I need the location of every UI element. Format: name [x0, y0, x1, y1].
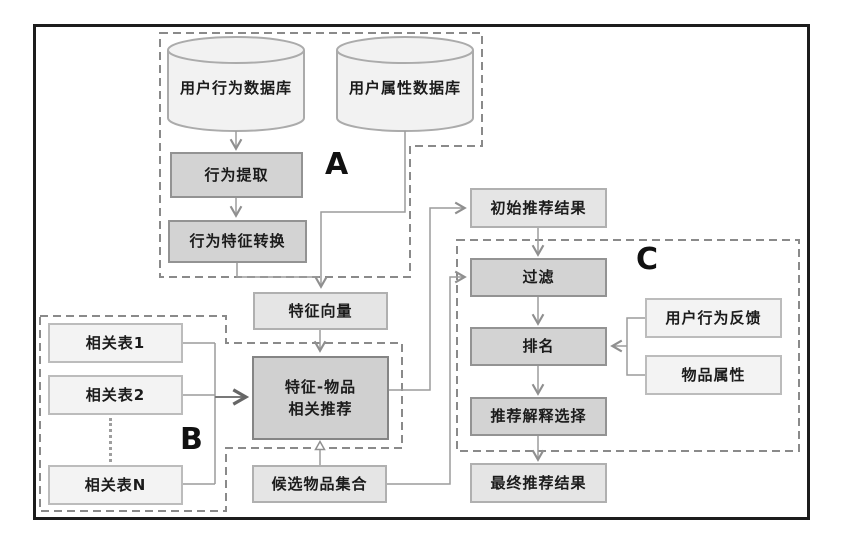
figure-border	[33, 24, 810, 520]
dashed-region-outlines	[39, 32, 800, 512]
related-table-n-box: 相关表N	[48, 465, 183, 505]
user-behavior-db-cylinder-icon	[167, 36, 305, 132]
related-table-1-box: 相关表1	[48, 323, 183, 363]
region-c-outline	[456, 239, 800, 452]
recommendation-explanation-selection-box: 推荐解释选择	[470, 397, 607, 436]
section-label-b: B	[180, 422, 203, 457]
region-b-outline	[39, 315, 403, 512]
region-a-outline	[159, 32, 483, 278]
connector-arrows	[183, 131, 645, 485]
user-attribute-db: 用户属性数据库	[348, 78, 461, 97]
section-label-a: A	[325, 147, 349, 182]
user-behavior-feedback-box: 用户行为反馈	[645, 298, 782, 338]
related-tables-ellipsis	[109, 418, 112, 462]
user-behavior-db: 用户行为数据库	[179, 78, 292, 97]
behavior-feature-conversion-box: 行为特征转换	[168, 220, 307, 263]
initial-recommendation-result-box: 初始推荐结果	[470, 188, 607, 228]
behavior-extraction-box: 行为提取	[170, 152, 303, 198]
filter-box: 过滤	[470, 258, 607, 297]
item-attribute-box: 物品属性	[645, 355, 782, 395]
feature-item-recommendation-box: 特征-物品 相关推荐	[252, 356, 389, 440]
ranking-box: 排名	[470, 327, 607, 366]
user-attribute-db-cylinder-icon	[336, 36, 474, 132]
related-table-2-box: 相关表2	[48, 375, 183, 415]
section-label-c: C	[636, 242, 659, 277]
feature-vector-box: 特征向量	[253, 292, 388, 330]
candidate-item-set-box: 候选物品集合	[252, 465, 387, 503]
final-recommendation-result-box: 最终推荐结果	[470, 463, 607, 503]
